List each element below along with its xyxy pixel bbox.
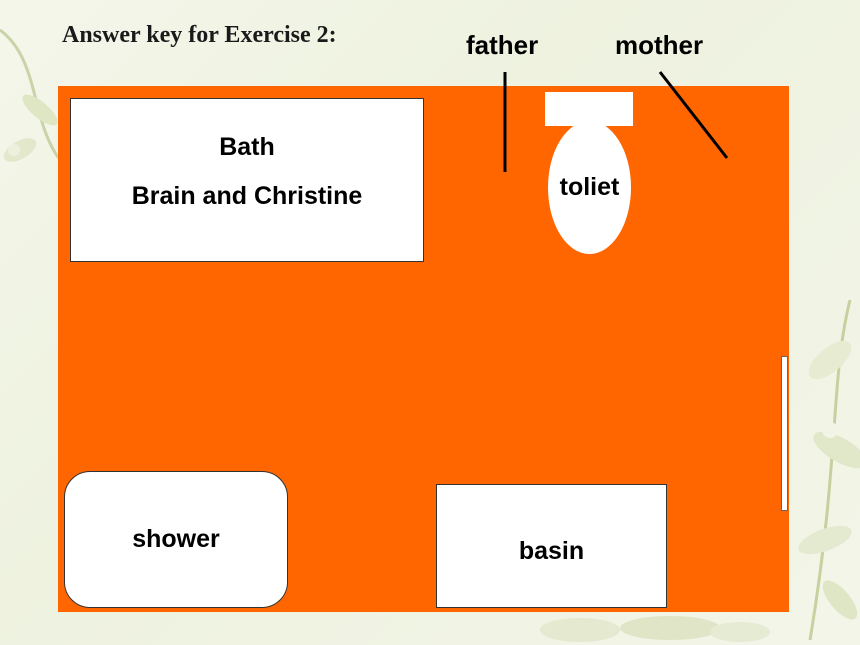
father-label: father [466,30,539,60]
shower-box: shower [64,471,288,608]
toilet-label: toliet [559,173,620,201]
page-title: Answer key for Exercise 2: [62,22,337,48]
toilet-bowl: toliet [548,121,631,254]
bath-box: Bath Brain and Christine [70,98,424,262]
bath-label: Bath [219,133,275,161]
bath-users-label: Brain and Christine [131,182,363,210]
basin-label: basin [518,536,585,565]
shower-label: shower [132,525,220,553]
basin-box: basin [436,484,667,608]
bathroom-floor-plan: Bath Brain and Christine toliet shower b… [58,86,789,612]
mother-label: mother [615,30,704,60]
toilet-tank [545,92,633,126]
window [781,356,788,511]
